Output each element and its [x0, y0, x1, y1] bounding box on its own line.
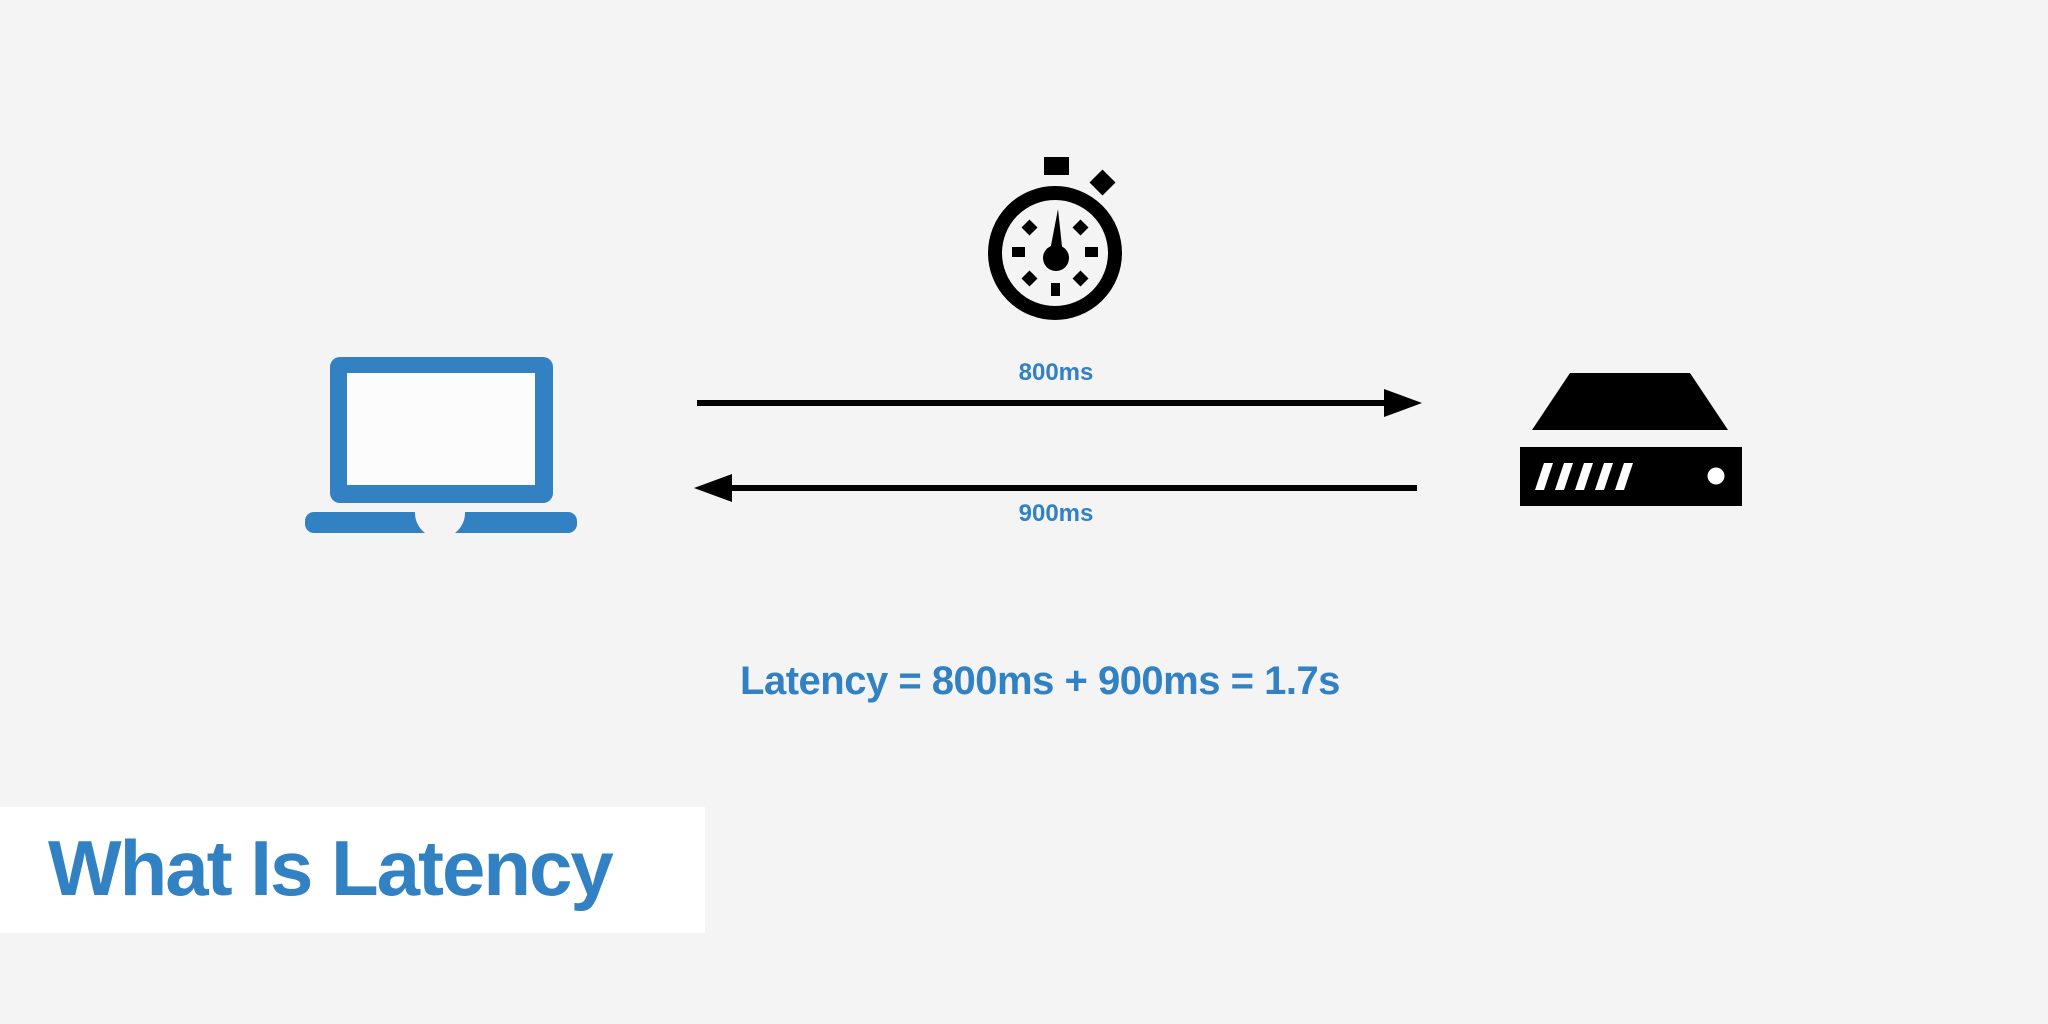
request-time-label: 800ms [1018, 359, 1094, 386]
response-arrow [694, 474, 1417, 502]
response-time-label: 900ms [1018, 500, 1094, 527]
request-arrow [697, 389, 1422, 417]
server-icon [1520, 373, 1742, 506]
latency-formula: Latency = 800ms + 900ms = 1.7s [740, 659, 1340, 703]
title-band: What Is Latency [0, 807, 705, 933]
laptop-icon [305, 357, 577, 533]
stopwatch-icon [988, 157, 1122, 320]
page-title: What Is Latency [48, 824, 614, 912]
